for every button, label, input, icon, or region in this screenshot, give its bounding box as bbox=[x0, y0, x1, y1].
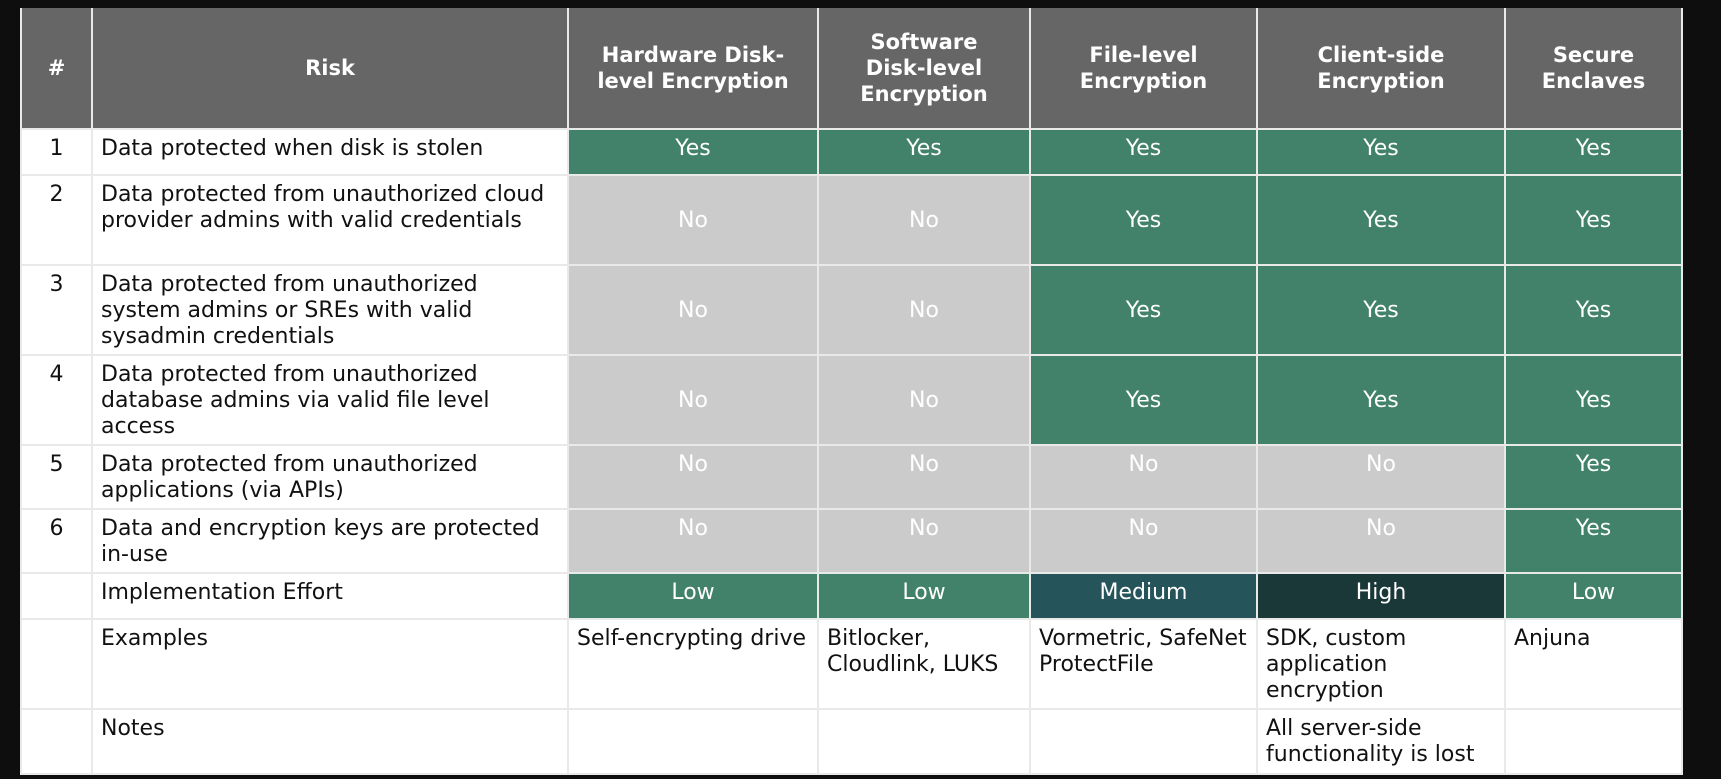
effort-row: Implementation Effort Low Low Medium Hig… bbox=[20, 572, 1683, 620]
table-row: 6 Data and encryption keys are protected… bbox=[20, 508, 1683, 574]
effort-cell: Low bbox=[1504, 572, 1683, 620]
value-cell: Yes bbox=[1504, 354, 1683, 446]
row-number-empty bbox=[20, 618, 93, 710]
value-cell: No bbox=[1029, 444, 1258, 510]
header-num: # bbox=[20, 8, 93, 130]
row-number: 2 bbox=[20, 174, 93, 266]
header-secure-enclaves: Secure Enclaves bbox=[1504, 8, 1683, 130]
header-software-disk: Software Disk-level Encryption bbox=[817, 8, 1031, 130]
value-cell: Yes bbox=[1256, 264, 1506, 356]
example-cell: Self-encrypting drive bbox=[567, 618, 819, 710]
row-number-empty bbox=[20, 708, 93, 775]
value-cell: No bbox=[817, 174, 1031, 266]
header-hardware-disk-label: Hardware Disk-level Encryption bbox=[597, 43, 789, 93]
header-software-disk-label: Software Disk-level Encryption bbox=[860, 30, 988, 106]
value-cell: No bbox=[567, 354, 819, 446]
row-number: 3 bbox=[20, 264, 93, 356]
examples-row: Examples Self-encrypting drive Bitlocker… bbox=[20, 618, 1683, 710]
table-row: 1 Data protected when disk is stolen Yes… bbox=[20, 128, 1683, 176]
value-cell: Yes bbox=[1504, 264, 1683, 356]
examples-label: Examples bbox=[91, 618, 569, 710]
risk-description: Data and encryption keys are protected i… bbox=[91, 508, 569, 574]
value-cell: Yes bbox=[817, 128, 1031, 176]
risk-description: Data protected from unauthorized system … bbox=[91, 264, 569, 356]
value-cell: Yes bbox=[1504, 128, 1683, 176]
row-number: 5 bbox=[20, 444, 93, 510]
note-cell bbox=[817, 708, 1031, 775]
header-file-level: File-level Encryption bbox=[1029, 8, 1258, 130]
effort-cell: Low bbox=[567, 572, 819, 620]
note-cell bbox=[567, 708, 819, 775]
row-number-empty bbox=[20, 572, 93, 620]
value-cell: No bbox=[817, 354, 1031, 446]
header-hardware-disk: Hardware Disk-level Encryption bbox=[567, 8, 819, 130]
note-cell: All server-side functionality is lost bbox=[1256, 708, 1506, 775]
header-client-side: Client-side Encryption bbox=[1256, 8, 1506, 130]
value-cell: Yes bbox=[1256, 128, 1506, 176]
effort-cell: High bbox=[1256, 572, 1506, 620]
risk-description: Data protected from unauthorized applica… bbox=[91, 444, 569, 510]
risk-description: Data protected from unauthorized cloud p… bbox=[91, 174, 569, 266]
value-cell: Yes bbox=[1029, 264, 1258, 356]
table-row: 4 Data protected from unauthorized datab… bbox=[20, 354, 1683, 446]
example-cell: Anjuna bbox=[1504, 618, 1683, 710]
value-cell: Yes bbox=[1029, 354, 1258, 446]
value-cell: No bbox=[817, 444, 1031, 510]
value-cell: Yes bbox=[1256, 354, 1506, 446]
example-cell: Bitlocker, Cloudlink, LUKS bbox=[817, 618, 1031, 710]
value-cell: Yes bbox=[1256, 174, 1506, 266]
effort-cell: Medium bbox=[1029, 572, 1258, 620]
example-cell: Vormetric, SafeNet ProtectFile bbox=[1029, 618, 1258, 710]
header-risk: Risk bbox=[91, 8, 569, 130]
risk-description: Data protected from unauthorized databas… bbox=[91, 354, 569, 446]
effort-cell: Low bbox=[817, 572, 1031, 620]
value-cell: Yes bbox=[1504, 174, 1683, 266]
table-row: 3 Data protected from unauthorized syste… bbox=[20, 264, 1683, 356]
effort-label: Implementation Effort bbox=[91, 572, 569, 620]
header-row: # Risk Hardware Disk-level Encryption So… bbox=[20, 8, 1683, 130]
value-cell: No bbox=[567, 174, 819, 266]
value-cell: No bbox=[567, 444, 819, 510]
note-cell bbox=[1504, 708, 1683, 775]
encryption-risk-table: # Risk Hardware Disk-level Encryption So… bbox=[20, 8, 1683, 775]
value-cell: No bbox=[567, 264, 819, 356]
value-cell: Yes bbox=[1029, 128, 1258, 176]
row-number: 4 bbox=[20, 354, 93, 446]
value-cell: Yes bbox=[1504, 444, 1683, 510]
value-cell: Yes bbox=[1029, 174, 1258, 266]
header-client-side-label: Client-side Encryption bbox=[1317, 43, 1445, 93]
value-cell: No bbox=[1256, 444, 1506, 510]
table-row: 5 Data protected from unauthorized appli… bbox=[20, 444, 1683, 510]
header-file-level-label: File-level Encryption bbox=[1079, 43, 1208, 93]
note-cell bbox=[1029, 708, 1258, 775]
row-number: 6 bbox=[20, 508, 93, 574]
value-cell: Yes bbox=[1504, 508, 1683, 574]
value-cell: No bbox=[1256, 508, 1506, 574]
example-cell: SDK, custom application encryption bbox=[1256, 618, 1506, 710]
value-cell: No bbox=[567, 508, 819, 574]
row-number: 1 bbox=[20, 128, 93, 176]
value-cell: Yes bbox=[567, 128, 819, 176]
value-cell: No bbox=[1029, 508, 1258, 574]
value-cell: No bbox=[817, 264, 1031, 356]
value-cell: No bbox=[817, 508, 1031, 574]
notes-label: Notes bbox=[91, 708, 569, 775]
table-row: 2 Data protected from unauthorized cloud… bbox=[20, 174, 1683, 266]
header-secure-enclaves-label: Secure Enclaves bbox=[1541, 43, 1646, 93]
risk-description: Data protected when disk is stolen bbox=[91, 128, 569, 176]
notes-row: Notes All server-side functionality is l… bbox=[20, 708, 1683, 775]
